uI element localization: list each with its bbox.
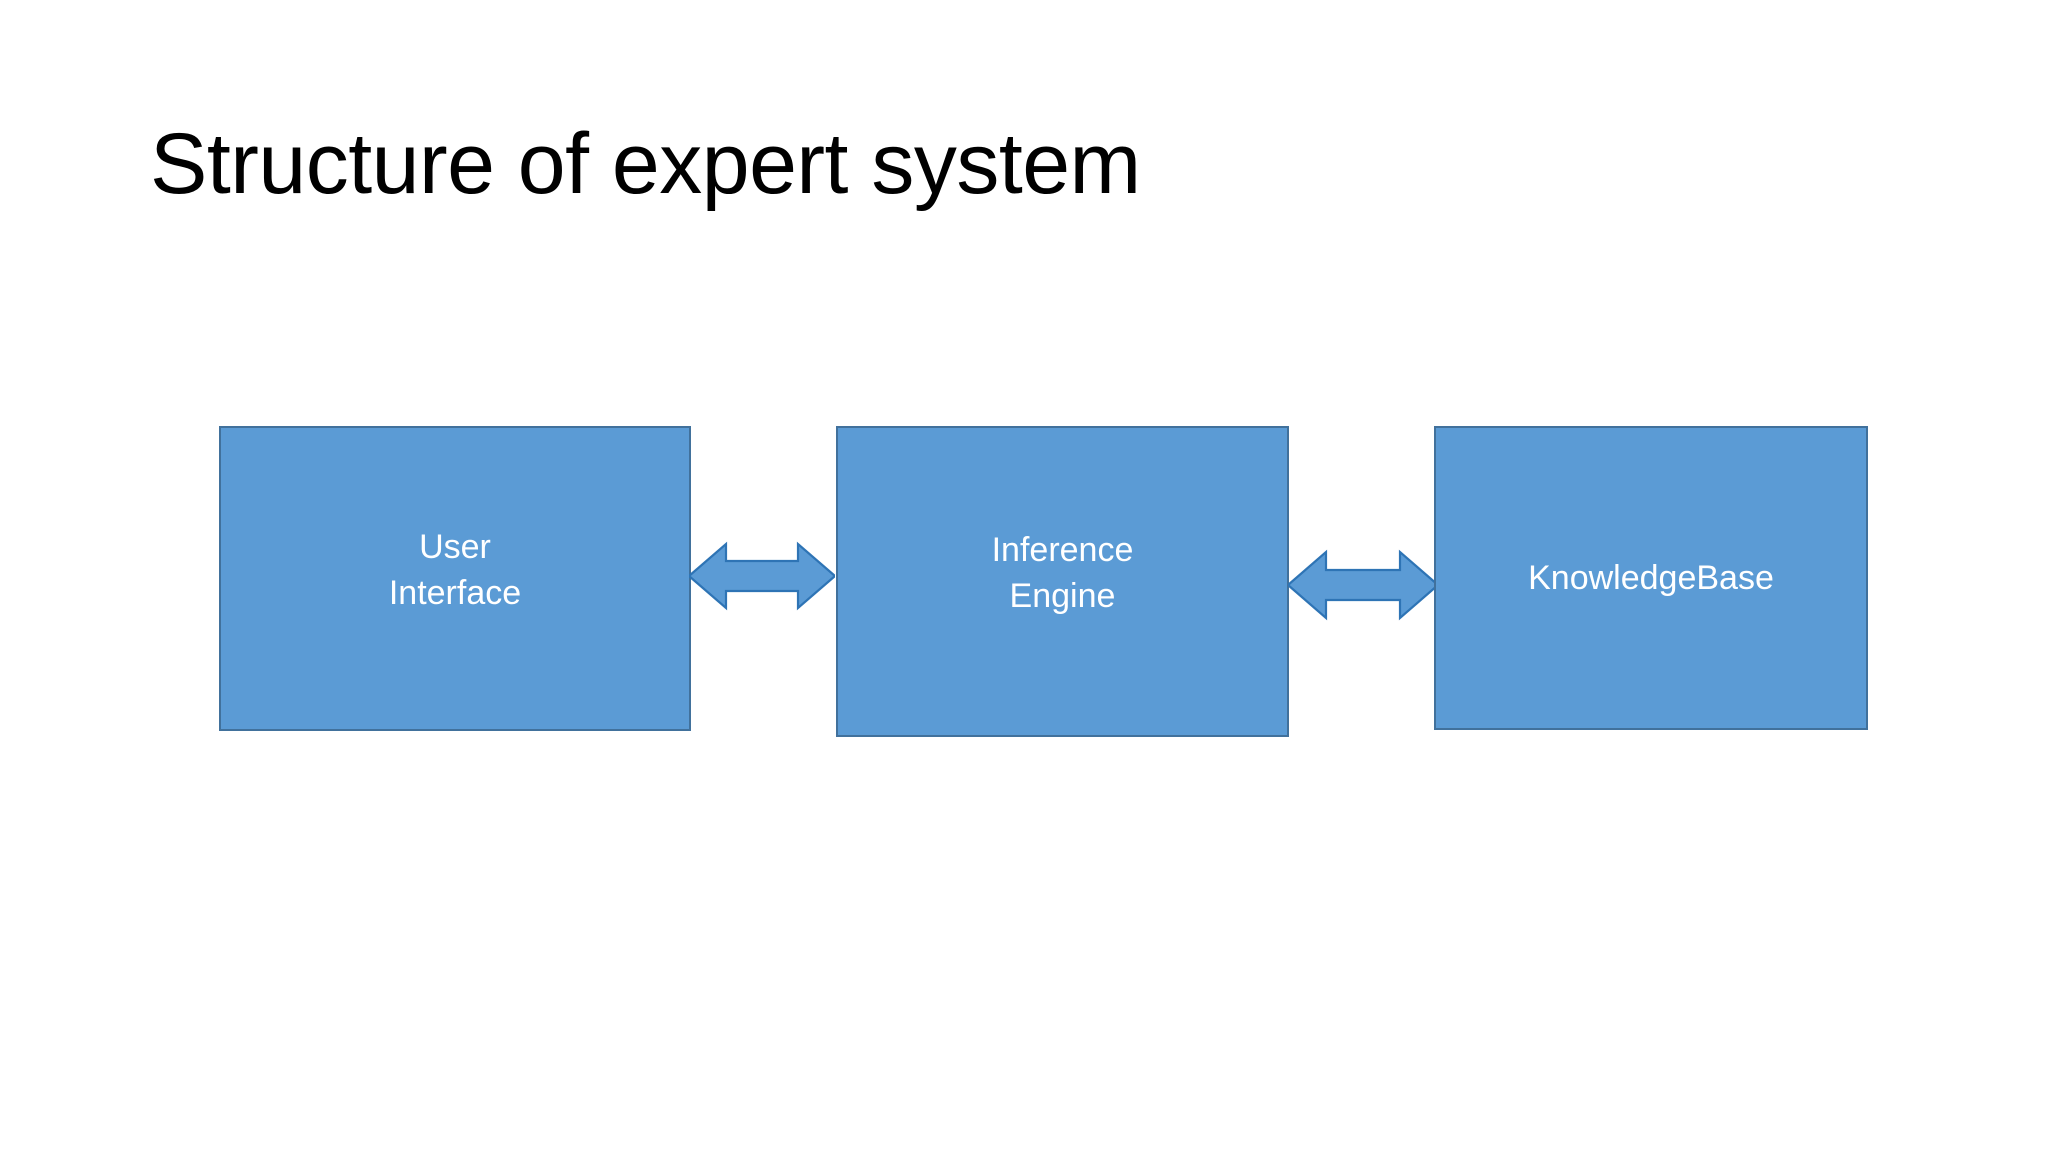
double-headed-arrow-shape [689,541,835,611]
double-headed-arrow-shape [1288,549,1438,621]
diagram-node-label: Inference Engine [991,530,1134,615]
diagram-node-user-interface[interactable]: User Interface [219,426,691,731]
diagram-node-knowledge-base[interactable]: KnowledgeBase [1434,426,1868,730]
diagram-node-label: User Interface [388,527,522,612]
diagram-node-label: KnowledgeBase [1528,559,1774,597]
double-headed-arrow-icon [1288,549,1438,621]
double-headed-arrow-icon [689,541,835,611]
diagram-node-inference-engine[interactable]: Inference Engine [836,426,1289,737]
page-title: Structure of expert system [150,116,1141,212]
